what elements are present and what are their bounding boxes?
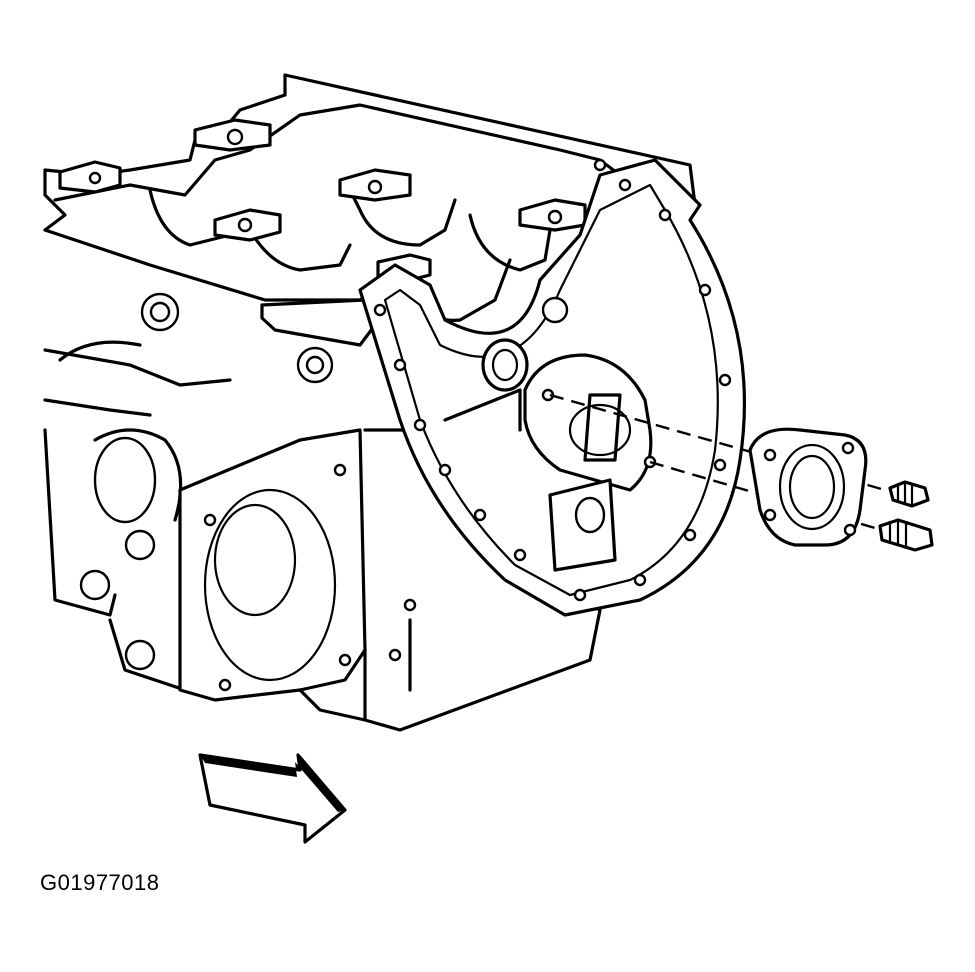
view-direction-arrow-icon (198, 753, 347, 844)
bolt-upper (888, 480, 930, 508)
seal-retainer-plate (748, 427, 868, 547)
figure-id-label: G01977018 (40, 870, 160, 895)
crankshaft-seal-bore (443, 296, 657, 572)
engine-block (43, 73, 697, 732)
bolt-lower (878, 518, 934, 552)
